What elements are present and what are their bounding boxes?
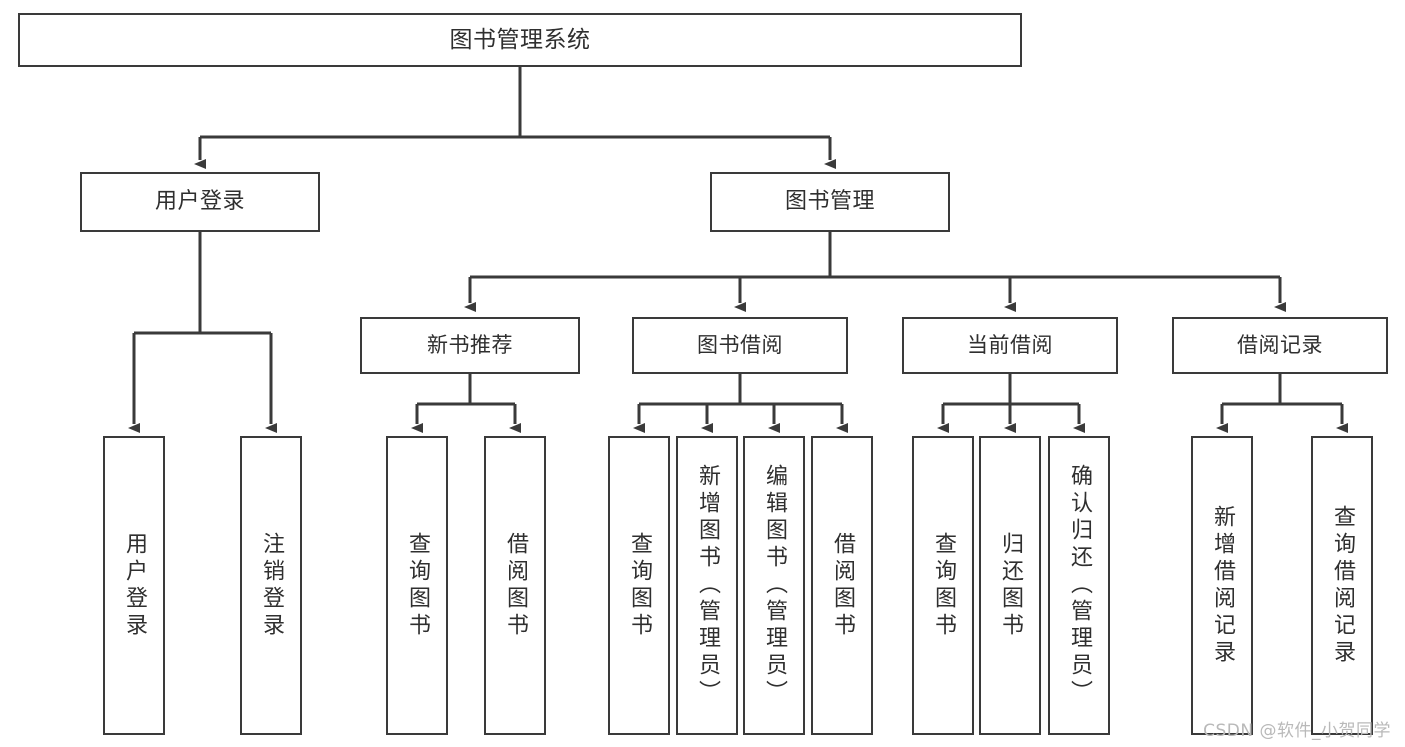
node-book-management[interactable]: 图书管理 bbox=[710, 172, 950, 232]
node-label: 新书推荐 bbox=[427, 333, 513, 358]
node-label: 归还图书 bbox=[998, 531, 1023, 640]
node-borrow-record[interactable]: 借阅记录 bbox=[1172, 317, 1388, 374]
node-label: 图书管理系统 bbox=[449, 26, 591, 53]
leaf-return-book[interactable]: 归还图书 bbox=[979, 436, 1041, 735]
node-user-login[interactable]: 用户登录 bbox=[80, 172, 320, 232]
leaf-query-book-recommend[interactable]: 查询图书 bbox=[386, 436, 448, 735]
node-label: 新增图书（管理员） bbox=[695, 464, 720, 707]
node-label: 查询图书 bbox=[627, 531, 652, 640]
leaf-edit-book-admin[interactable]: 编辑图书（管理员） bbox=[743, 436, 805, 735]
leaf-confirm-return-admin[interactable]: 确认归还（管理员） bbox=[1048, 436, 1110, 735]
leaf-borrow-book-recommend[interactable]: 借阅图书 bbox=[484, 436, 546, 735]
node-label: 图书管理 bbox=[784, 189, 875, 215]
node-label: 用户登录 bbox=[122, 531, 147, 640]
node-book-borrow[interactable]: 图书借阅 bbox=[632, 317, 848, 374]
node-label: 查询借阅记录 bbox=[1330, 504, 1355, 667]
node-label: 查询图书 bbox=[405, 531, 430, 640]
leaf-query-borrow-record[interactable]: 查询借阅记录 bbox=[1311, 436, 1373, 735]
leaf-query-book-borrow[interactable]: 查询图书 bbox=[608, 436, 670, 735]
node-label: 编辑图书（管理员） bbox=[762, 464, 787, 707]
leaf-borrow-book[interactable]: 借阅图书 bbox=[811, 436, 873, 735]
leaf-query-book-current[interactable]: 查询图书 bbox=[912, 436, 974, 735]
node-label: 借阅图书 bbox=[503, 531, 528, 640]
leaf-add-borrow-record[interactable]: 新增借阅记录 bbox=[1191, 436, 1253, 735]
leaf-user-logout[interactable]: 注销登录 bbox=[240, 436, 302, 735]
watermark-text: CSDN @软件_小贺同学 bbox=[1203, 721, 1391, 741]
leaf-user-login[interactable]: 用户登录 bbox=[103, 436, 165, 735]
node-new-book-recommend[interactable]: 新书推荐 bbox=[360, 317, 580, 374]
node-label: 查询图书 bbox=[931, 531, 956, 640]
node-label: 借阅记录 bbox=[1237, 333, 1323, 358]
node-label: 新增借阅记录 bbox=[1210, 504, 1235, 667]
node-label: 借阅图书 bbox=[830, 531, 855, 640]
node-label: 用户登录 bbox=[154, 189, 245, 215]
node-label: 当前借阅 bbox=[967, 333, 1053, 358]
node-root-system[interactable]: 图书管理系统 bbox=[18, 13, 1022, 67]
node-current-borrow[interactable]: 当前借阅 bbox=[902, 317, 1118, 374]
leaf-add-book-admin[interactable]: 新增图书（管理员） bbox=[676, 436, 738, 735]
node-label: 注销登录 bbox=[259, 531, 284, 640]
node-label: 确认归还（管理员） bbox=[1067, 464, 1092, 707]
node-label: 图书借阅 bbox=[697, 333, 783, 358]
